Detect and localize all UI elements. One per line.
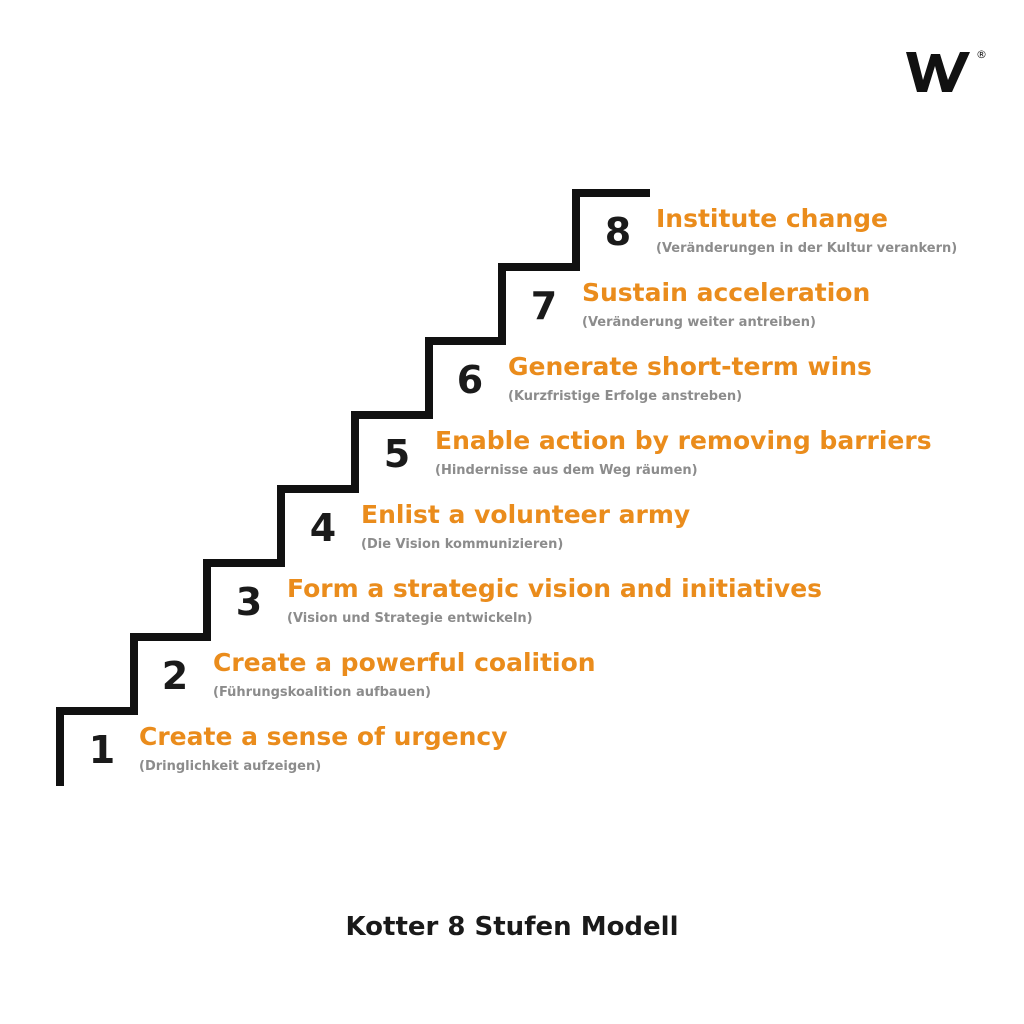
step-number-7: 7 [530, 284, 558, 328]
step-subtitle-1: (Dringlichkeit aufzeigen) [139, 759, 322, 774]
step-number-8: 8 [604, 210, 632, 254]
step-title-6: Generate short-term wins [508, 352, 872, 381]
step-subtitle-7: (Veränderung weiter antreiben) [582, 315, 816, 330]
step-subtitle-4: (Die Vision kommunizieren) [361, 537, 564, 552]
logo-w-mark [906, 52, 970, 92]
step-title-3: Form a strategic vision and initiatives [287, 574, 823, 603]
step-number-1: 1 [88, 728, 116, 772]
step-title-5: Enable action by removing barriers [435, 426, 932, 455]
brand-logo: ® [906, 48, 987, 92]
step-subtitle-3: (Vision und Strategie entwickeln) [287, 611, 533, 626]
step-number-4: 4 [309, 506, 337, 550]
step-title-7: Sustain acceleration [582, 278, 871, 307]
step-subtitle-2: (Führungskoalition aufbauen) [213, 685, 431, 700]
step-title-8: Institute change [656, 204, 888, 233]
step-title-1: Create a sense of urgency [139, 722, 508, 751]
step-number-6: 6 [456, 358, 484, 402]
step-title-4: Enlist a volunteer army [361, 500, 691, 529]
step-subtitle-6: (Kurzfristige Erfolge anstreben) [508, 389, 743, 404]
step-subtitle-5: (Hindernisse aus dem Weg räumen) [435, 463, 698, 478]
diagram-caption: Kotter 8 Stufen Modell [345, 912, 679, 942]
staircase-line [56, 189, 650, 786]
step-title-2: Create a powerful coalition [213, 648, 596, 677]
step-number-3: 3 [235, 580, 263, 624]
step-subtitle-8: (Veränderungen in der Kultur verankern) [656, 241, 958, 256]
registered-mark: ® [976, 48, 987, 61]
step-number-2: 2 [161, 654, 189, 698]
step-number-5: 5 [383, 432, 411, 476]
